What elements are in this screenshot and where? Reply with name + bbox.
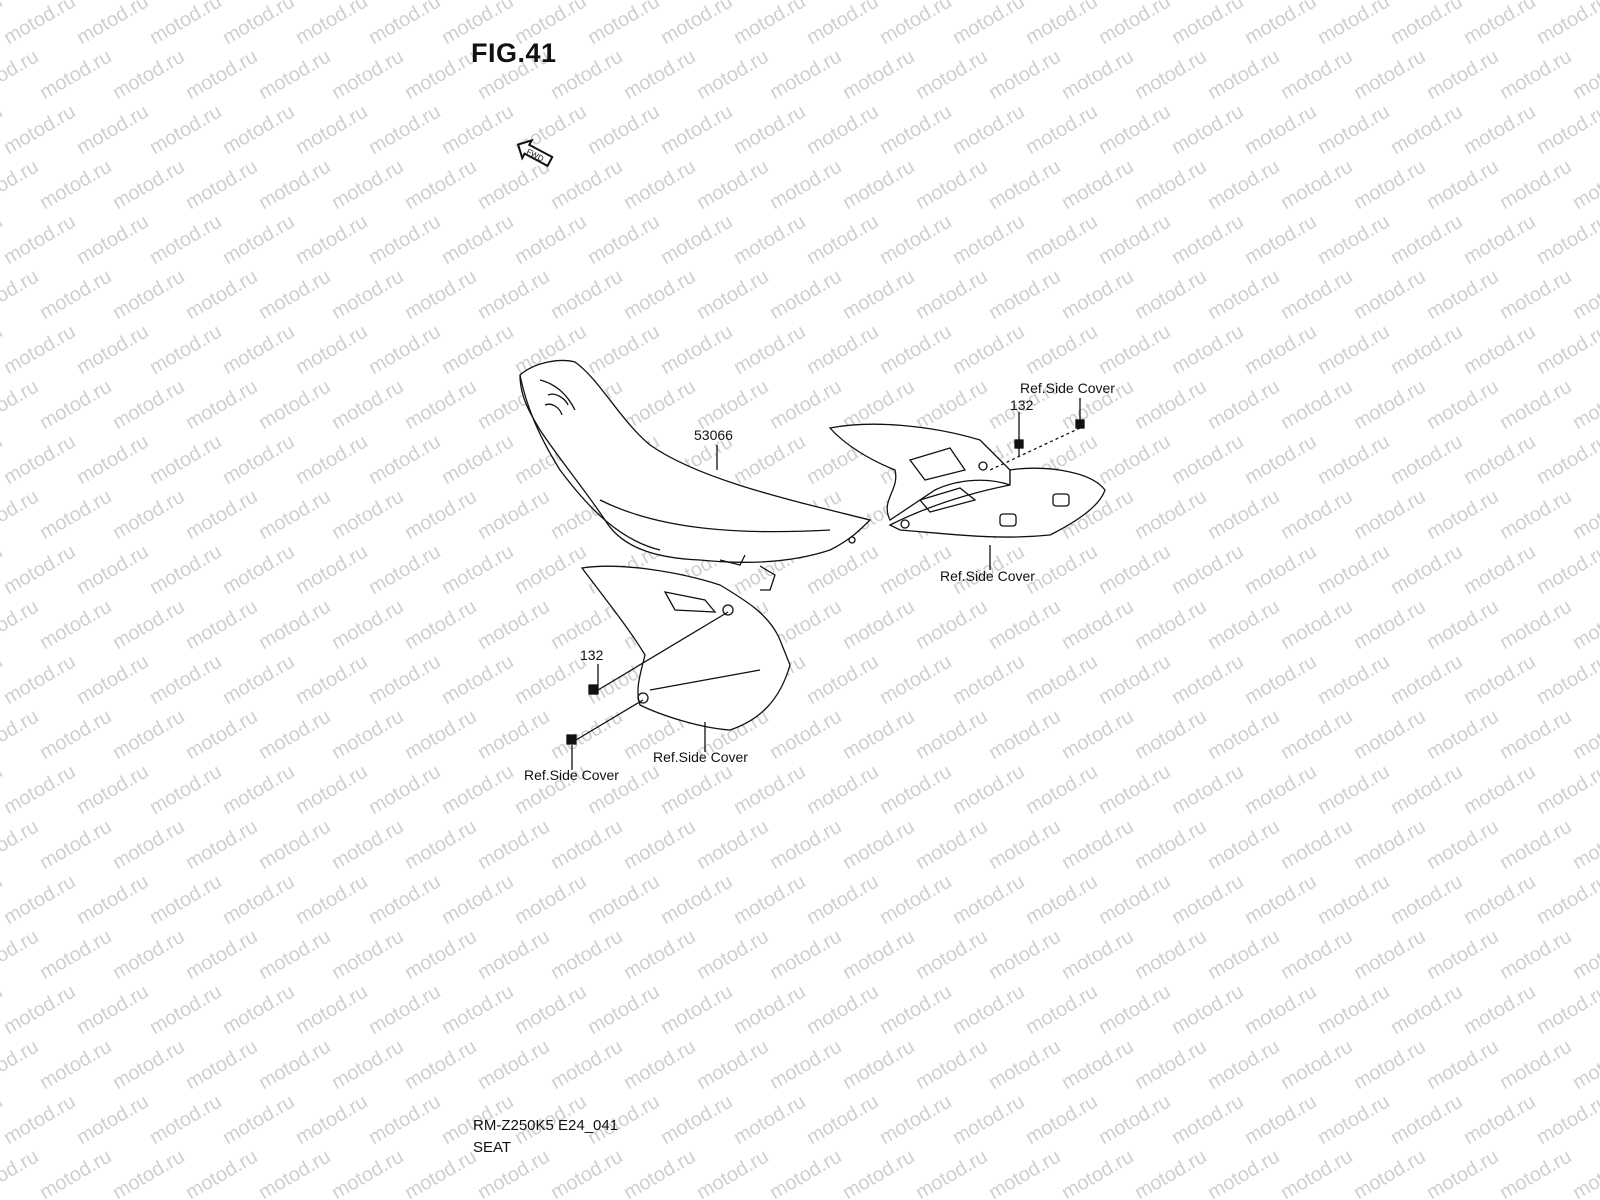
leader-bolt-left-to-cover (597, 611, 729, 691)
callout-ref-side-cover-right-bottom: Ref.Side Cover (940, 568, 1035, 584)
left-side-cover-part (580, 565, 791, 731)
right-side-cover-part (828, 423, 1106, 538)
model-code: RM-Z250K5 E24_041 (473, 1117, 619, 1134)
leader-bolt-left-ref-to-cover (575, 699, 644, 741)
callout-ref-side-cover-right-top: Ref.Side Cover (1020, 380, 1115, 396)
leader-ref-right-dash (989, 427, 1081, 471)
callout-seat-part-number: 53066 (694, 427, 733, 443)
fwd-arrow-icon: FWD (516, 138, 554, 168)
figure-title: FIG.41 (471, 38, 557, 68)
callout-bolt-132-right: 132 (1010, 397, 1034, 413)
bolt-right-132 (1014, 439, 1024, 456)
callout-ref-side-cover-left: Ref.Side Cover (653, 749, 748, 765)
seat-part (519, 359, 872, 591)
section-name: SEAT (473, 1139, 512, 1156)
bolt-left-132 (588, 684, 599, 695)
bolt-right-ref (1075, 419, 1085, 429)
callout-ref-side-cover-left-bolt: Ref.Side Cover (524, 767, 619, 783)
callout-bolt-132-left: 132 (580, 647, 604, 663)
bolt-left-ref (566, 734, 577, 745)
